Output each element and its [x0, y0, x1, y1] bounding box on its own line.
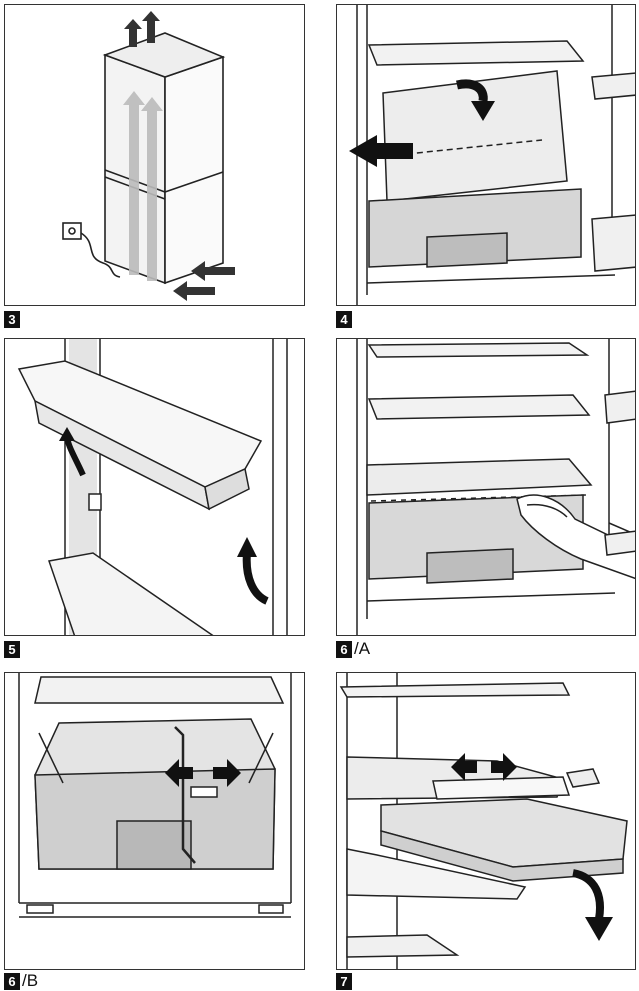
- figure-3-label: 3: [4, 310, 22, 328]
- figure-7-panel: [336, 672, 636, 970]
- figure-7-label: 7: [336, 972, 354, 990]
- door-shelf-illustration: [5, 339, 305, 636]
- figure-5-panel: [4, 338, 305, 636]
- figure-5-label: 5: [4, 640, 22, 658]
- remove-shelf-illustration: [337, 5, 636, 306]
- pull-out-shelf-illustration: [337, 339, 636, 636]
- figure-suffix: /A: [354, 639, 370, 659]
- figure-number: 6: [336, 641, 352, 658]
- figure-suffix: /B: [22, 971, 38, 991]
- figure-number: 5: [4, 641, 20, 658]
- figure-6b-label: 6 /B: [4, 972, 38, 990]
- figure-number: 3: [4, 311, 20, 328]
- figure-6b-panel: [4, 672, 305, 970]
- figure-6a-label: 6 /A: [336, 640, 370, 658]
- figure-3-panel: [4, 4, 305, 306]
- figure-4-panel: [336, 4, 636, 306]
- figure-6a-panel: [336, 338, 636, 636]
- figure-number: 4: [336, 311, 352, 328]
- figure-4-label: 4: [336, 310, 354, 328]
- fridge-ventilation-illustration: [5, 5, 305, 306]
- figure-number: 7: [336, 973, 352, 990]
- drawer-divider-illustration: [5, 673, 305, 970]
- remove-tray-illustration: [337, 673, 636, 970]
- figure-number: 6: [4, 973, 20, 990]
